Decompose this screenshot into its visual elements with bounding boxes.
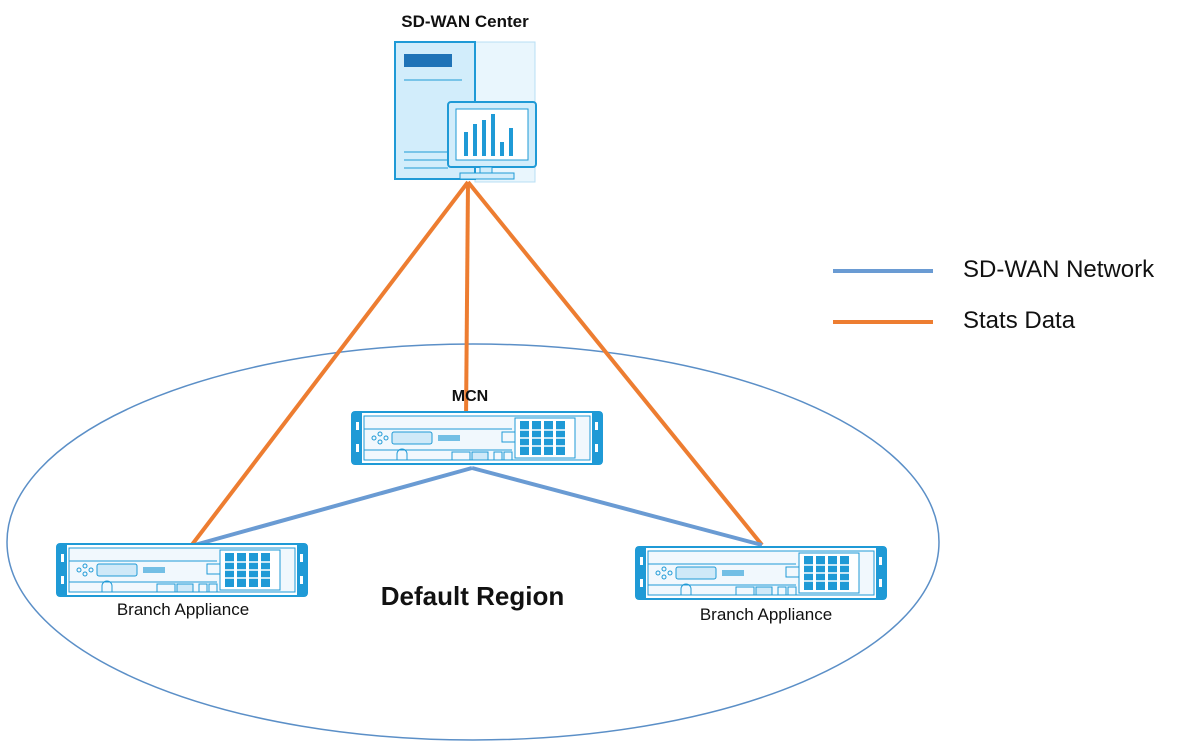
legend-label: SD-WAN Network <box>963 256 1155 283</box>
branch-appliance-left-label: Branch Appliance <box>116 600 250 619</box>
stats-link-center-to-mcn <box>464 181 470 421</box>
legend-label: Stats Data <box>963 307 1076 334</box>
stats-link-center-to-left-branch <box>189 180 470 548</box>
legend-swatch-stats-data <box>833 320 933 324</box>
sd-wan-center-label: SD-WAN Center <box>401 12 529 31</box>
mcn-label: MCN <box>451 388 489 405</box>
sd-wan-center-server-icon <box>394 41 537 183</box>
network-link-mcn-to-left-branch <box>190 466 473 548</box>
region-label: Default Region <box>380 581 565 611</box>
branch-appliance-right-label: Branch Appliance <box>699 605 833 624</box>
legend-swatch-sd-wan-network <box>833 269 933 273</box>
region-outline <box>6 343 940 741</box>
branch-appliance-right-icon <box>635 546 887 600</box>
mcn-appliance-icon <box>351 411 603 465</box>
stats-link-center-to-right-branch <box>466 180 764 547</box>
network-link-mcn-to-right-branch <box>471 466 763 547</box>
branch-appliance-left-icon <box>56 543 308 597</box>
